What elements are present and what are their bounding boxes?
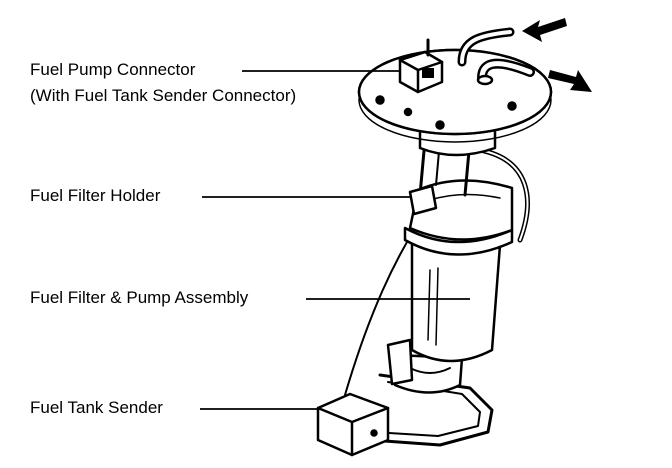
filter-collar [403, 226, 514, 256]
label-fuel-pump-connector: Fuel Pump Connector [30, 60, 196, 79]
label-fuel-pump-connector-note: (With Fuel Tank Sender Connector) [30, 86, 297, 105]
label-fuel-filter-holder: Fuel Filter Holder [30, 186, 161, 205]
label-fuel-filter-pump-assembly: Fuel Filter & Pump Assembly [30, 288, 249, 307]
label-fuel-tank-sender: Fuel Tank Sender [30, 398, 163, 417]
pump-side-clip [386, 338, 414, 386]
filter-holder-clip [408, 184, 438, 216]
bolt-hole [435, 120, 445, 130]
pump-connector [398, 50, 444, 94]
bolt-hole [375, 95, 385, 105]
arrow-in-icon [522, 18, 567, 42]
bolt-hole [507, 101, 517, 111]
pump-cylinder [410, 238, 502, 363]
bolt-hole [403, 107, 413, 117]
arrow-out-icon [548, 70, 592, 92]
sender-bracket-inner [371, 381, 481, 437]
